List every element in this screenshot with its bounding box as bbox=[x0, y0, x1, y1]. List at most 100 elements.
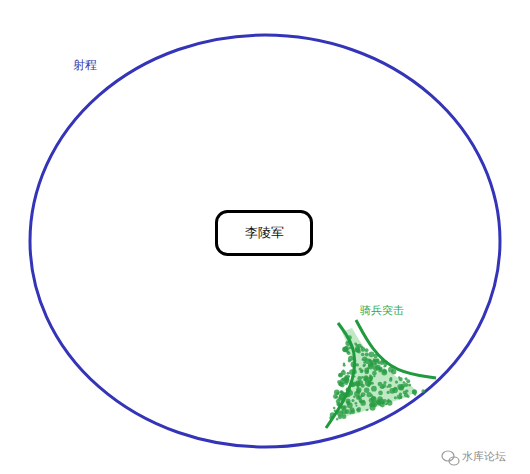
cavalry-right-edge bbox=[356, 320, 436, 378]
stipple-dot bbox=[343, 405, 347, 409]
stipple-dot bbox=[397, 384, 403, 390]
stipple-dot bbox=[337, 397, 341, 401]
stipple-dot bbox=[404, 393, 408, 397]
stipple-dot bbox=[366, 409, 368, 411]
stipple-dot bbox=[379, 367, 382, 370]
stipple-dot bbox=[354, 342, 357, 345]
stipple-dot bbox=[378, 391, 383, 396]
stipple-dot bbox=[371, 386, 377, 392]
stipple-dot bbox=[356, 363, 359, 366]
army-box: 李陵军 bbox=[215, 210, 313, 256]
stipple-dot bbox=[365, 348, 369, 352]
stipple-dot bbox=[336, 418, 338, 420]
stipple-dot bbox=[389, 378, 392, 381]
stipple-dot bbox=[408, 384, 411, 387]
stipple-dot bbox=[377, 396, 382, 401]
army-box-label: 李陵军 bbox=[245, 224, 284, 242]
stipple-dot bbox=[386, 400, 389, 403]
stipple-dot bbox=[381, 370, 387, 376]
stipple-dot bbox=[340, 383, 345, 388]
stipple-dot bbox=[333, 407, 336, 410]
stipple-dot bbox=[351, 399, 354, 402]
stipple-dot bbox=[404, 383, 408, 387]
stipple-dot bbox=[412, 389, 417, 394]
stipple-dot bbox=[412, 390, 416, 394]
army-rect bbox=[217, 212, 312, 255]
stipple-dot bbox=[421, 389, 425, 393]
watermark: 水库论坛 bbox=[462, 449, 506, 464]
stipple-dot bbox=[405, 389, 408, 392]
stipple-dot bbox=[357, 407, 361, 411]
cavalry-charge: 骑兵突击 bbox=[318, 300, 448, 435]
stipple-dot bbox=[333, 394, 338, 399]
stipple-dot bbox=[386, 386, 388, 388]
stipple-dot bbox=[373, 404, 377, 408]
stipple-dot bbox=[342, 377, 346, 381]
stipple-dot bbox=[364, 388, 369, 393]
stipple-dot bbox=[335, 396, 337, 398]
stipple-dot bbox=[383, 399, 387, 403]
icon-bubble bbox=[442, 451, 454, 461]
stipple-dot bbox=[355, 348, 360, 353]
stipple-dot bbox=[378, 382, 383, 387]
stipple-dot bbox=[338, 373, 342, 377]
stipple-dot bbox=[337, 380, 341, 384]
range-circle: 射程李陵军骑兵突击 bbox=[28, 33, 502, 449]
stipple-dot bbox=[383, 365, 385, 367]
range-ellipse bbox=[30, 35, 500, 447]
stipple-dot bbox=[345, 349, 348, 352]
stipple-dot bbox=[347, 372, 350, 375]
stipple-dot bbox=[343, 364, 346, 367]
stipple-dot bbox=[369, 359, 372, 362]
stipple-dot bbox=[361, 392, 366, 397]
stipple-dot bbox=[385, 365, 387, 367]
stipple-dot bbox=[356, 387, 361, 392]
stipple-dot bbox=[344, 381, 348, 385]
stipple-dot bbox=[372, 371, 377, 376]
stipple-dot bbox=[362, 364, 365, 367]
stipple-dot bbox=[392, 387, 398, 393]
cavalry-charge-label: 骑兵突击 bbox=[360, 303, 404, 318]
stipple-dot bbox=[361, 369, 364, 372]
stipple-dot bbox=[359, 399, 363, 403]
stipple-dot bbox=[368, 362, 373, 367]
stipple-dot bbox=[356, 390, 359, 393]
stipple-dot bbox=[371, 382, 374, 385]
stipple-dot bbox=[363, 361, 365, 363]
stipple-dot bbox=[364, 378, 368, 382]
wechat-icon bbox=[442, 451, 459, 465]
stipple-dot bbox=[347, 402, 353, 408]
stipple-dot bbox=[387, 391, 390, 394]
stipple-dot bbox=[369, 351, 375, 357]
stipple-dot bbox=[357, 380, 363, 386]
stipple-dot bbox=[399, 377, 403, 381]
stipple-dot bbox=[340, 390, 344, 394]
stipple-dot bbox=[380, 402, 385, 407]
stipple-dot bbox=[387, 400, 392, 405]
stipple-dot bbox=[362, 358, 364, 360]
cavalry-charge-outline bbox=[318, 300, 448, 435]
icon-bubble bbox=[449, 457, 459, 465]
stipple-dot bbox=[389, 400, 391, 402]
stipple-dot bbox=[382, 369, 387, 374]
stipple-dot bbox=[342, 346, 348, 352]
cavalry-left-edge bbox=[326, 323, 355, 428]
stipple-dot bbox=[366, 370, 368, 372]
stipple-dot bbox=[406, 379, 410, 383]
stipple-dot bbox=[355, 402, 358, 405]
stipple-dot bbox=[414, 394, 416, 396]
stipple-dot bbox=[394, 396, 397, 399]
stipple-dot bbox=[395, 380, 398, 383]
stipple-dot bbox=[369, 359, 372, 362]
stipple-dot bbox=[397, 395, 402, 400]
stipple-dot bbox=[385, 403, 387, 405]
cavalry-stipple bbox=[329, 335, 425, 420]
stipple-dot bbox=[361, 346, 363, 348]
stipple-dot bbox=[365, 353, 369, 357]
stipple-dot bbox=[371, 394, 374, 397]
stipple-dot bbox=[355, 405, 357, 407]
stipple-dot bbox=[349, 412, 352, 415]
stipple-dot bbox=[357, 376, 362, 381]
stipple-dot bbox=[345, 345, 349, 349]
stipple-dot bbox=[361, 353, 365, 357]
